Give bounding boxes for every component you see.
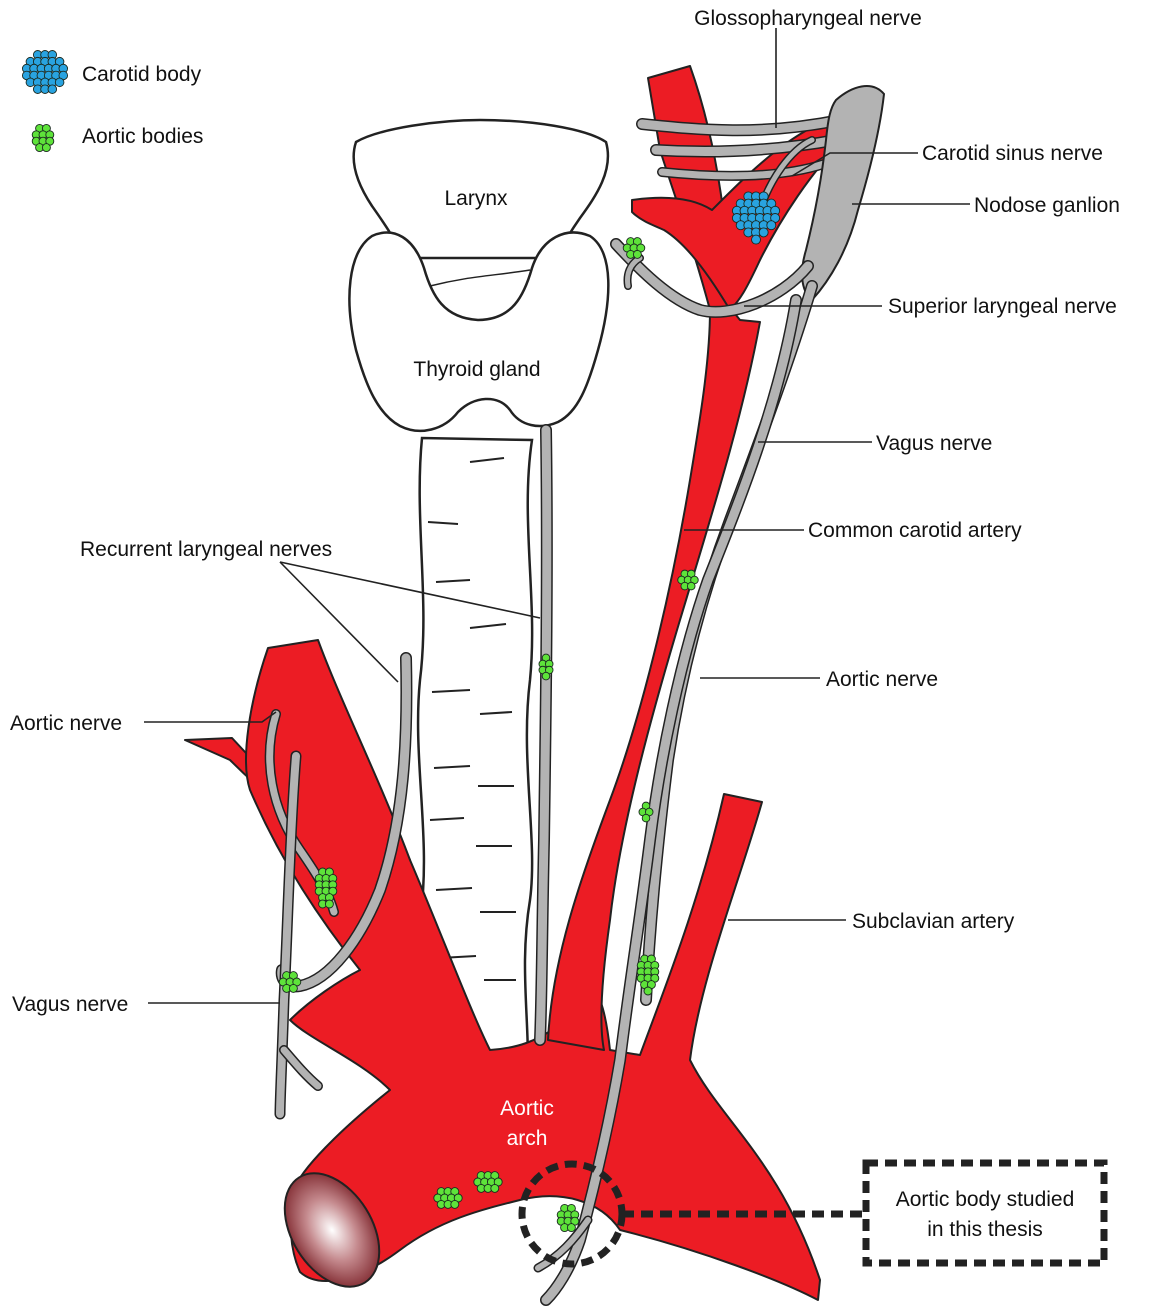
- legend-aortic-bodies-icon: [32, 124, 54, 151]
- carotid-sinus-nerve-label: Carotid sinus nerve: [922, 142, 1103, 165]
- legend: Carotid body Aortic bodies: [22, 51, 203, 152]
- glossopharyngeal-nerve-label: Glossopharyngeal nerve: [694, 7, 922, 30]
- legend-aortic-bodies-label: Aortic bodies: [82, 125, 203, 148]
- subclavian-artery-label: Subclavian artery: [852, 910, 1015, 933]
- common-carotid-artery-label: Common carotid artery: [808, 519, 1022, 542]
- aortic-nerve-left-label: Aortic nerve: [10, 712, 122, 735]
- callout-box: [866, 1163, 1104, 1263]
- callout-text-line2: in this thesis: [927, 1218, 1043, 1241]
- aortic-body-arch-mid: [474, 1172, 502, 1193]
- aortic-body-studied: [557, 1204, 579, 1231]
- aortic-body-left-vagus: [279, 972, 301, 993]
- recurrent-laryngeal-nerves-label: Recurrent laryngeal nerves: [80, 538, 332, 561]
- nodose-ganglion: [802, 86, 884, 300]
- aortic-body-subclavian: [637, 955, 659, 995]
- vagus-nerve-right-label: Vagus nerve: [876, 432, 992, 455]
- aortic-nerve-right-label: Aortic nerve: [826, 668, 938, 691]
- larynx-thyroid-divider: [430, 270, 530, 286]
- aortic-arch-label-line1: Aortic: [500, 1097, 554, 1120]
- vagus-nerve-left-label: Vagus nerve: [12, 993, 128, 1016]
- aortic-arch-label-line2: arch: [507, 1127, 548, 1150]
- legend-carotid-cluster: [22, 51, 67, 94]
- aortic-body-arch-left: [434, 1188, 462, 1209]
- aortic-body-superior-laryngeal: [623, 238, 645, 259]
- legend-carotid-body-icon: [22, 51, 67, 94]
- superior-laryngeal-nerve-label: Superior laryngeal nerve: [888, 295, 1117, 318]
- nodose-ganglion-label: Nodose ganlion: [974, 194, 1120, 217]
- thyroid-gland: [349, 233, 608, 431]
- aortic-body-carotid-upper: [678, 570, 699, 590]
- thyroid-gland-label: Thyroid gland: [413, 358, 540, 381]
- left-recurrent-laryngeal-nerve: [540, 430, 547, 1040]
- callout-text-line1: Aortic body studied: [896, 1188, 1075, 1211]
- legend-carotid-body-label: Carotid body: [82, 63, 202, 86]
- larynx-label: Larynx: [444, 187, 508, 210]
- legend-aortic-cluster: [32, 124, 54, 151]
